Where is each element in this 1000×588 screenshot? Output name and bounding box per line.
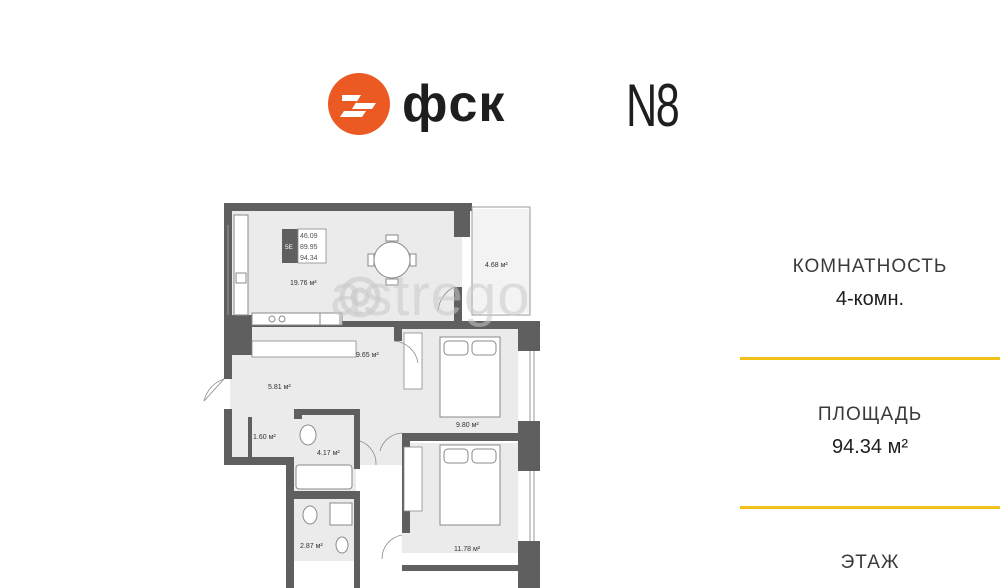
watermark-icon [339,276,381,318]
doors [203,286,455,560]
floor-plan: 5E 46.09 89.95 94.34 [190,195,550,588]
label-balcony: 4.68 м² [485,262,508,269]
spec-area-value: 94.34 м² [831,436,908,458]
label-bathroom-1: 4.17 м² [317,450,340,457]
label-corridor: 9.65 м² [356,352,379,359]
spec-floor-title: ЭТАЖ [840,552,900,573]
bed-1 [439,336,501,418]
bathroom-fixtures [295,424,353,554]
summary-box: 5E 46.09 89.95 94.34 [282,228,327,264]
balcony [472,209,530,313]
project-logo: N8 [626,72,680,139]
floor-plan-drawing: 5E 46.09 89.95 94.34 [203,203,540,588]
fsk-logo-icon [328,73,390,135]
header: фск N8 [0,0,1000,170]
spec-floor: ЭТАЖ [740,552,1000,574]
spec-area-title: ПЛОЩАДЬ [817,404,923,425]
label-bedroom-1: 9.80 м² [456,422,479,429]
label-bathroom-2: 2.87 м² [300,543,323,550]
windows [227,225,535,541]
summary-code: 5E [285,244,294,251]
spec-rooms-title: КОМНАТНОСТЬ [792,256,948,277]
label-hall: 5.81 м² [268,384,291,391]
wardrobe [252,417,286,459]
dining-table [367,234,417,286]
summary-value-2: 89.95 [300,244,318,251]
bed-2 [439,444,501,526]
spec-rooms: КОМНАТНОСТЬ 4-комн. [740,256,1000,311]
label-kitchen-living: 19.76 м² [290,280,317,287]
label-wardrobe: 1.60 м² [253,434,276,441]
divider-1 [740,357,1000,360]
label-bedroom-2: 11.78 м² [454,546,481,553]
fsk-logo-text: фск [402,75,506,133]
divider-2 [740,506,1000,509]
spec-rooms-value: 4-комн. [835,288,905,310]
summary-value-1: 46.09 [300,233,318,240]
watermark-text: astrego [330,263,531,328]
spec-area: ПЛОЩАДЬ 94.34 м² [740,404,1000,459]
summary-value-3: 94.34 [300,255,318,262]
kitchen-counter [233,214,249,316]
